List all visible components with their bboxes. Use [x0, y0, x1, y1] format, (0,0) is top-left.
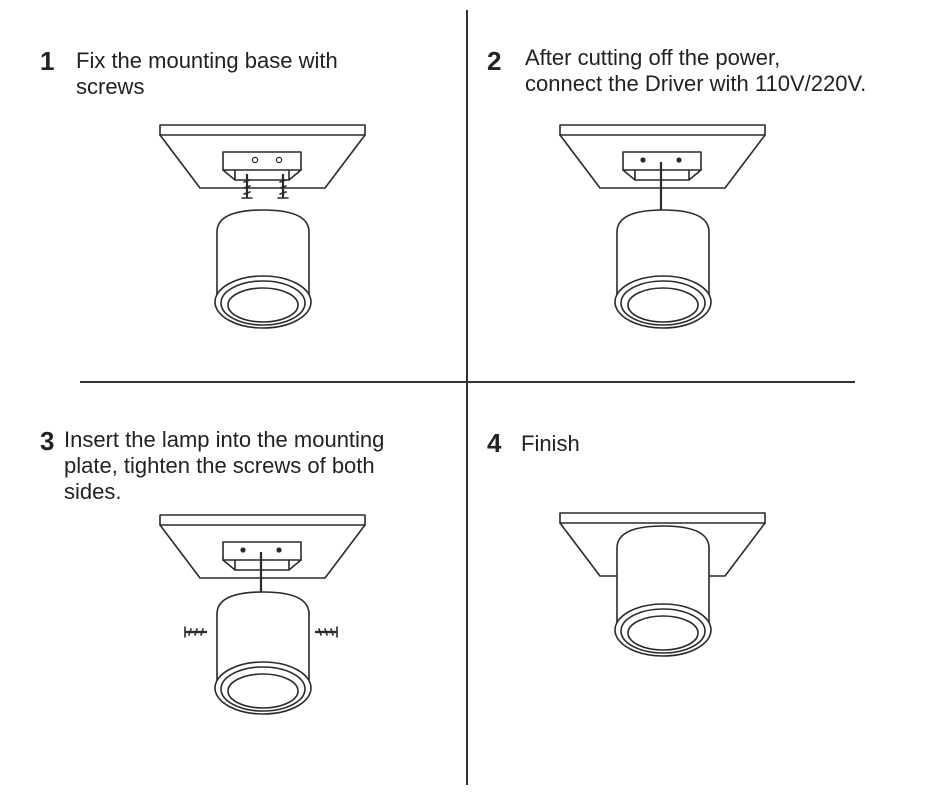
- screw-icon: [278, 174, 288, 198]
- step-4-number: 4: [487, 428, 502, 458]
- step-1-illustration: [155, 120, 370, 350]
- step-2-number: 2: [487, 46, 502, 76]
- step-4-text: Finish: [521, 431, 580, 456]
- step-3-number: 3: [40, 426, 55, 456]
- step-3-text: Insert the lamp into the mounting plate,…: [64, 427, 385, 504]
- screw-icon: [315, 627, 337, 637]
- step-2-text: After cutting off the power, connect the…: [525, 45, 867, 96]
- step-2-illustration: [555, 120, 770, 350]
- lamp-body: [215, 210, 311, 328]
- horizontal-divider: [80, 381, 855, 383]
- step-4-illustration: [555, 508, 770, 688]
- mounting-bracket: [223, 152, 301, 170]
- lamp-body: [615, 210, 711, 328]
- lamp-body: [615, 526, 711, 656]
- vertical-divider: [466, 10, 468, 785]
- lamp-body: [215, 592, 311, 714]
- step-3-illustration: [155, 510, 370, 740]
- step-1-number: 1: [40, 46, 55, 76]
- screw-icon: [242, 174, 252, 198]
- step-1-text: Fix the mounting base with screws: [76, 48, 338, 99]
- screw-icon: [185, 627, 207, 637]
